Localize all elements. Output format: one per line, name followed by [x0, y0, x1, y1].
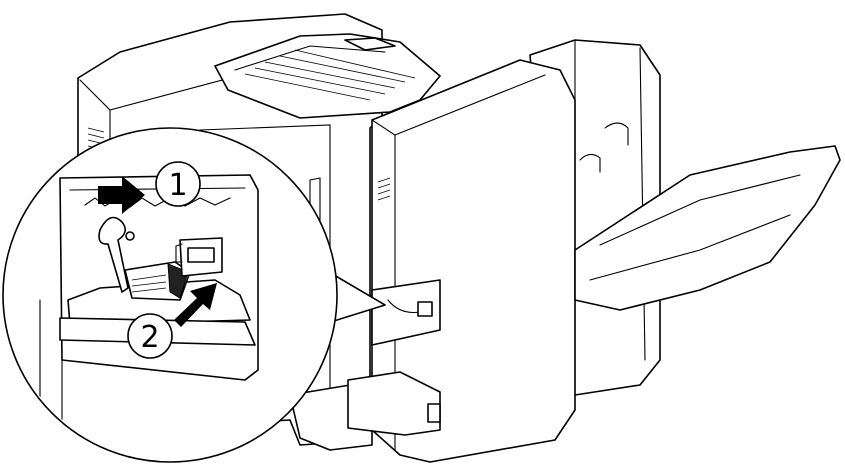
insert-diagonal-arrow	[174, 283, 217, 327]
side-exit-tray	[574, 145, 841, 311]
connector-plug	[124, 261, 191, 301]
step-1-marker: 1	[155, 161, 201, 207]
connector-socket	[175, 237, 223, 277]
step-2-marker: 2	[127, 313, 173, 359]
top-output-tray	[214, 33, 441, 119]
step-2-label: 2	[140, 320, 159, 355]
magnified-callout: 1 2	[2, 127, 386, 463]
step-1-label: 1	[168, 168, 187, 203]
finisher-unit	[347, 39, 661, 463]
push-right-arrow	[98, 176, 145, 214]
